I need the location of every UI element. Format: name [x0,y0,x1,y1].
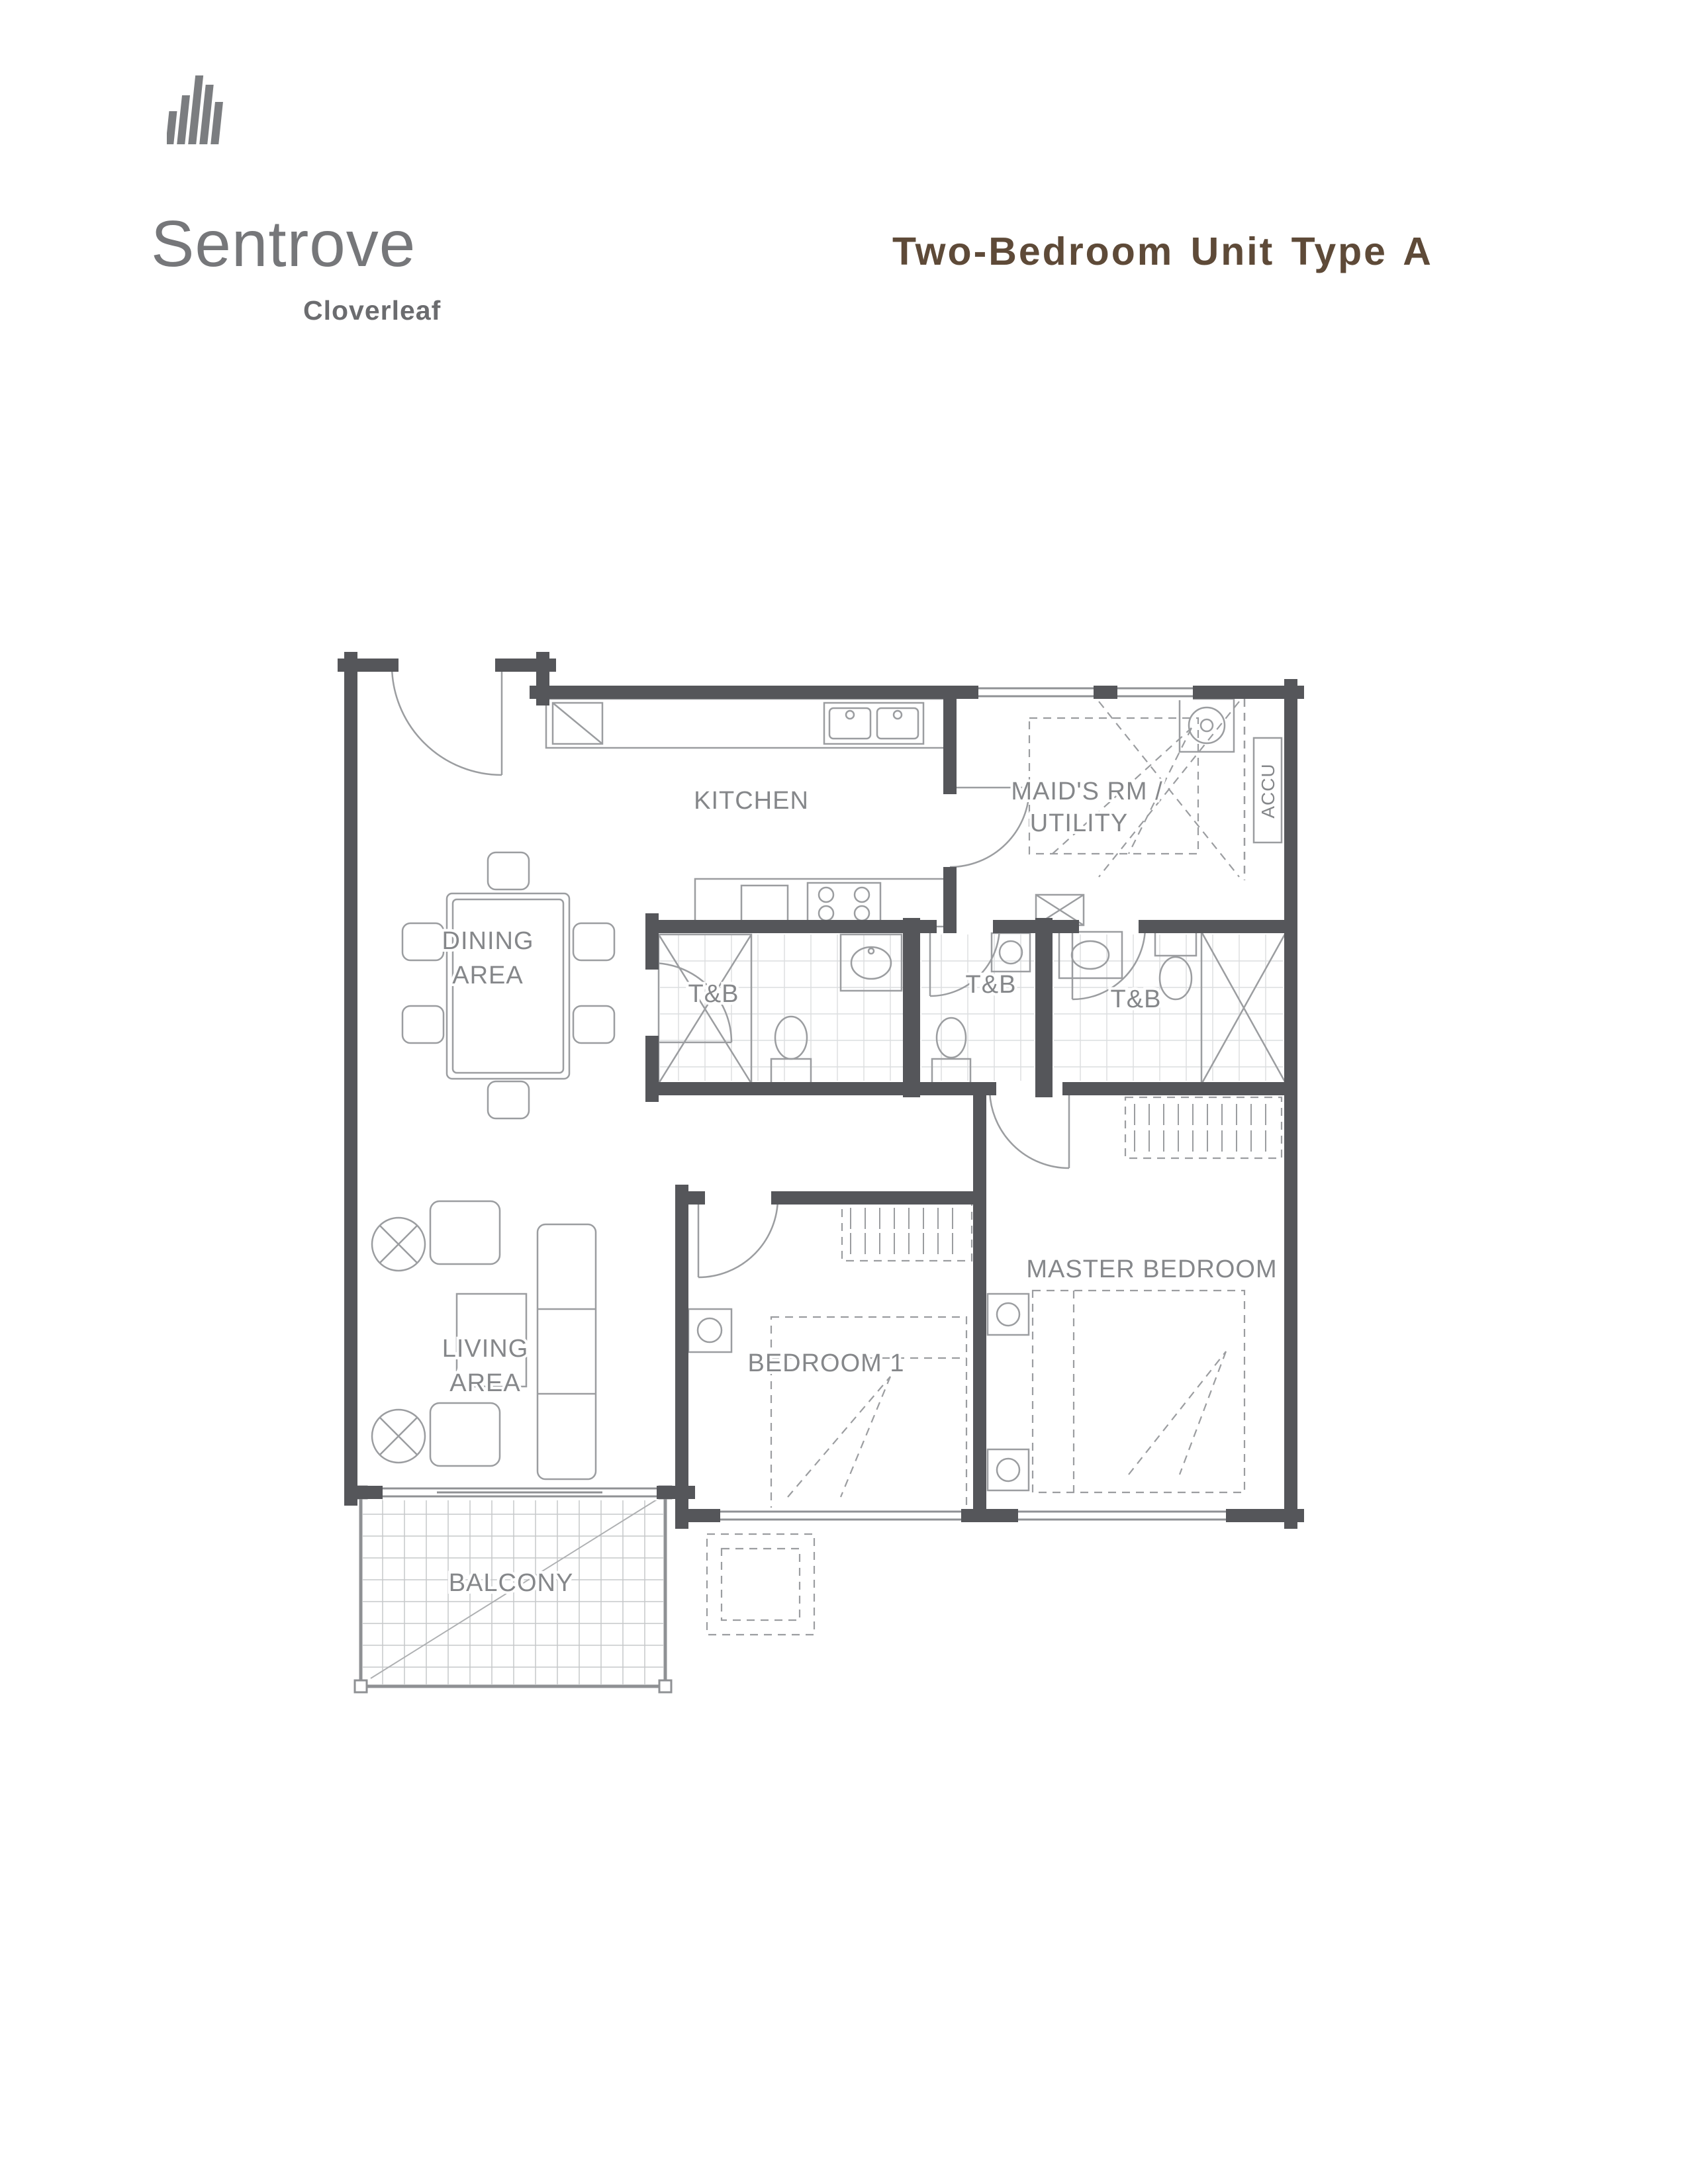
bedroom1-closet [841,1201,973,1262]
bedroom1-nightstand [687,1308,733,1353]
room-labels: KITCHEN MAID'S RM / UTILITY DINING AREA … [440,760,1282,1600]
building-bars-icon [167,75,223,144]
tb-middle-toilet [931,1017,972,1085]
accu-swing-diagonals [1098,701,1240,878]
washing-machine [1178,698,1235,753]
kitchen-stove [806,882,882,924]
tb-left-toilet [770,1015,812,1085]
living-side-tables [371,1216,426,1464]
tb-middle-label: T&B [966,971,1017,999]
brand-subtitle: Cloverleaf [303,295,442,326]
tb-left-vanity [839,933,903,992]
living-sofa [536,1223,597,1480]
dining-table [445,892,571,1080]
tb-middle-sink [990,932,1031,973]
master-bed [1031,1289,1246,1494]
accu-closet [1243,699,1283,880]
coffee-table [455,1293,528,1388]
balcony-label: BALCONY [449,1569,574,1597]
tb-middle-door-arc [929,926,1001,997]
tb-right-label: T&B [1111,985,1162,1013]
fixtures [371,698,1288,1492]
living-area-label-line1: LIVING [442,1335,529,1363]
windows [720,684,1226,1524]
unit-title: Two-Bedroom Unit Type A [892,230,1433,273]
dining-chairs [401,851,616,1120]
master-closet [1124,1096,1283,1160]
tile-grid-tb-left [660,934,904,1081]
living-armchairs [429,1200,501,1467]
tb-left-shower [657,933,753,1085]
accu-label: ACCU [1258,763,1278,818]
bedroom1-label: BEDROOM 1 [747,1349,904,1377]
tb-right-shower [1200,931,1288,1085]
tb-left-door-arc [651,962,733,1044]
maids-room-door-arc [949,786,1031,868]
kitchen-counter [545,698,951,749]
balcony-sliding-door [383,1484,657,1500]
dining-area-label-line2: AREA [452,962,523,989]
dashed-furniture [706,701,1283,1636]
entry-door-arc [391,664,503,776]
interior-walls [645,686,1297,1529]
doors [391,664,1147,1279]
tb-left-label: T&B [688,980,739,1008]
dining-area-label-line1: DINING [442,927,534,955]
kitchen-label: KITCHEN [694,787,809,815]
tile-grid-tb-right [1054,934,1283,1081]
tile-grid-tb-middle [921,934,1034,1081]
kitchen-sink [823,702,925,745]
ac-ledge [706,1533,816,1636]
maids-bed [1028,717,1199,855]
maids-room-label-line2: UTILITY [1030,809,1128,837]
master-nightstands [986,1293,1030,1492]
master-bedroom-label: MASTER BEDROOM [1026,1255,1277,1283]
bedroom1-door-arc [697,1197,779,1279]
living-area-label-line2: AREA [449,1369,520,1397]
tb-right-vanity [1058,931,1123,979]
bedroom1-bed [770,1316,968,1514]
tb-right-door-arc [1071,926,1147,1001]
master-door-arc [988,1088,1070,1169]
brand-name: Sentrove [151,207,416,280]
plumbing-chase-walls [903,918,1053,1097]
maids-room-label-line1: MAID'S RM / [1011,778,1162,805]
